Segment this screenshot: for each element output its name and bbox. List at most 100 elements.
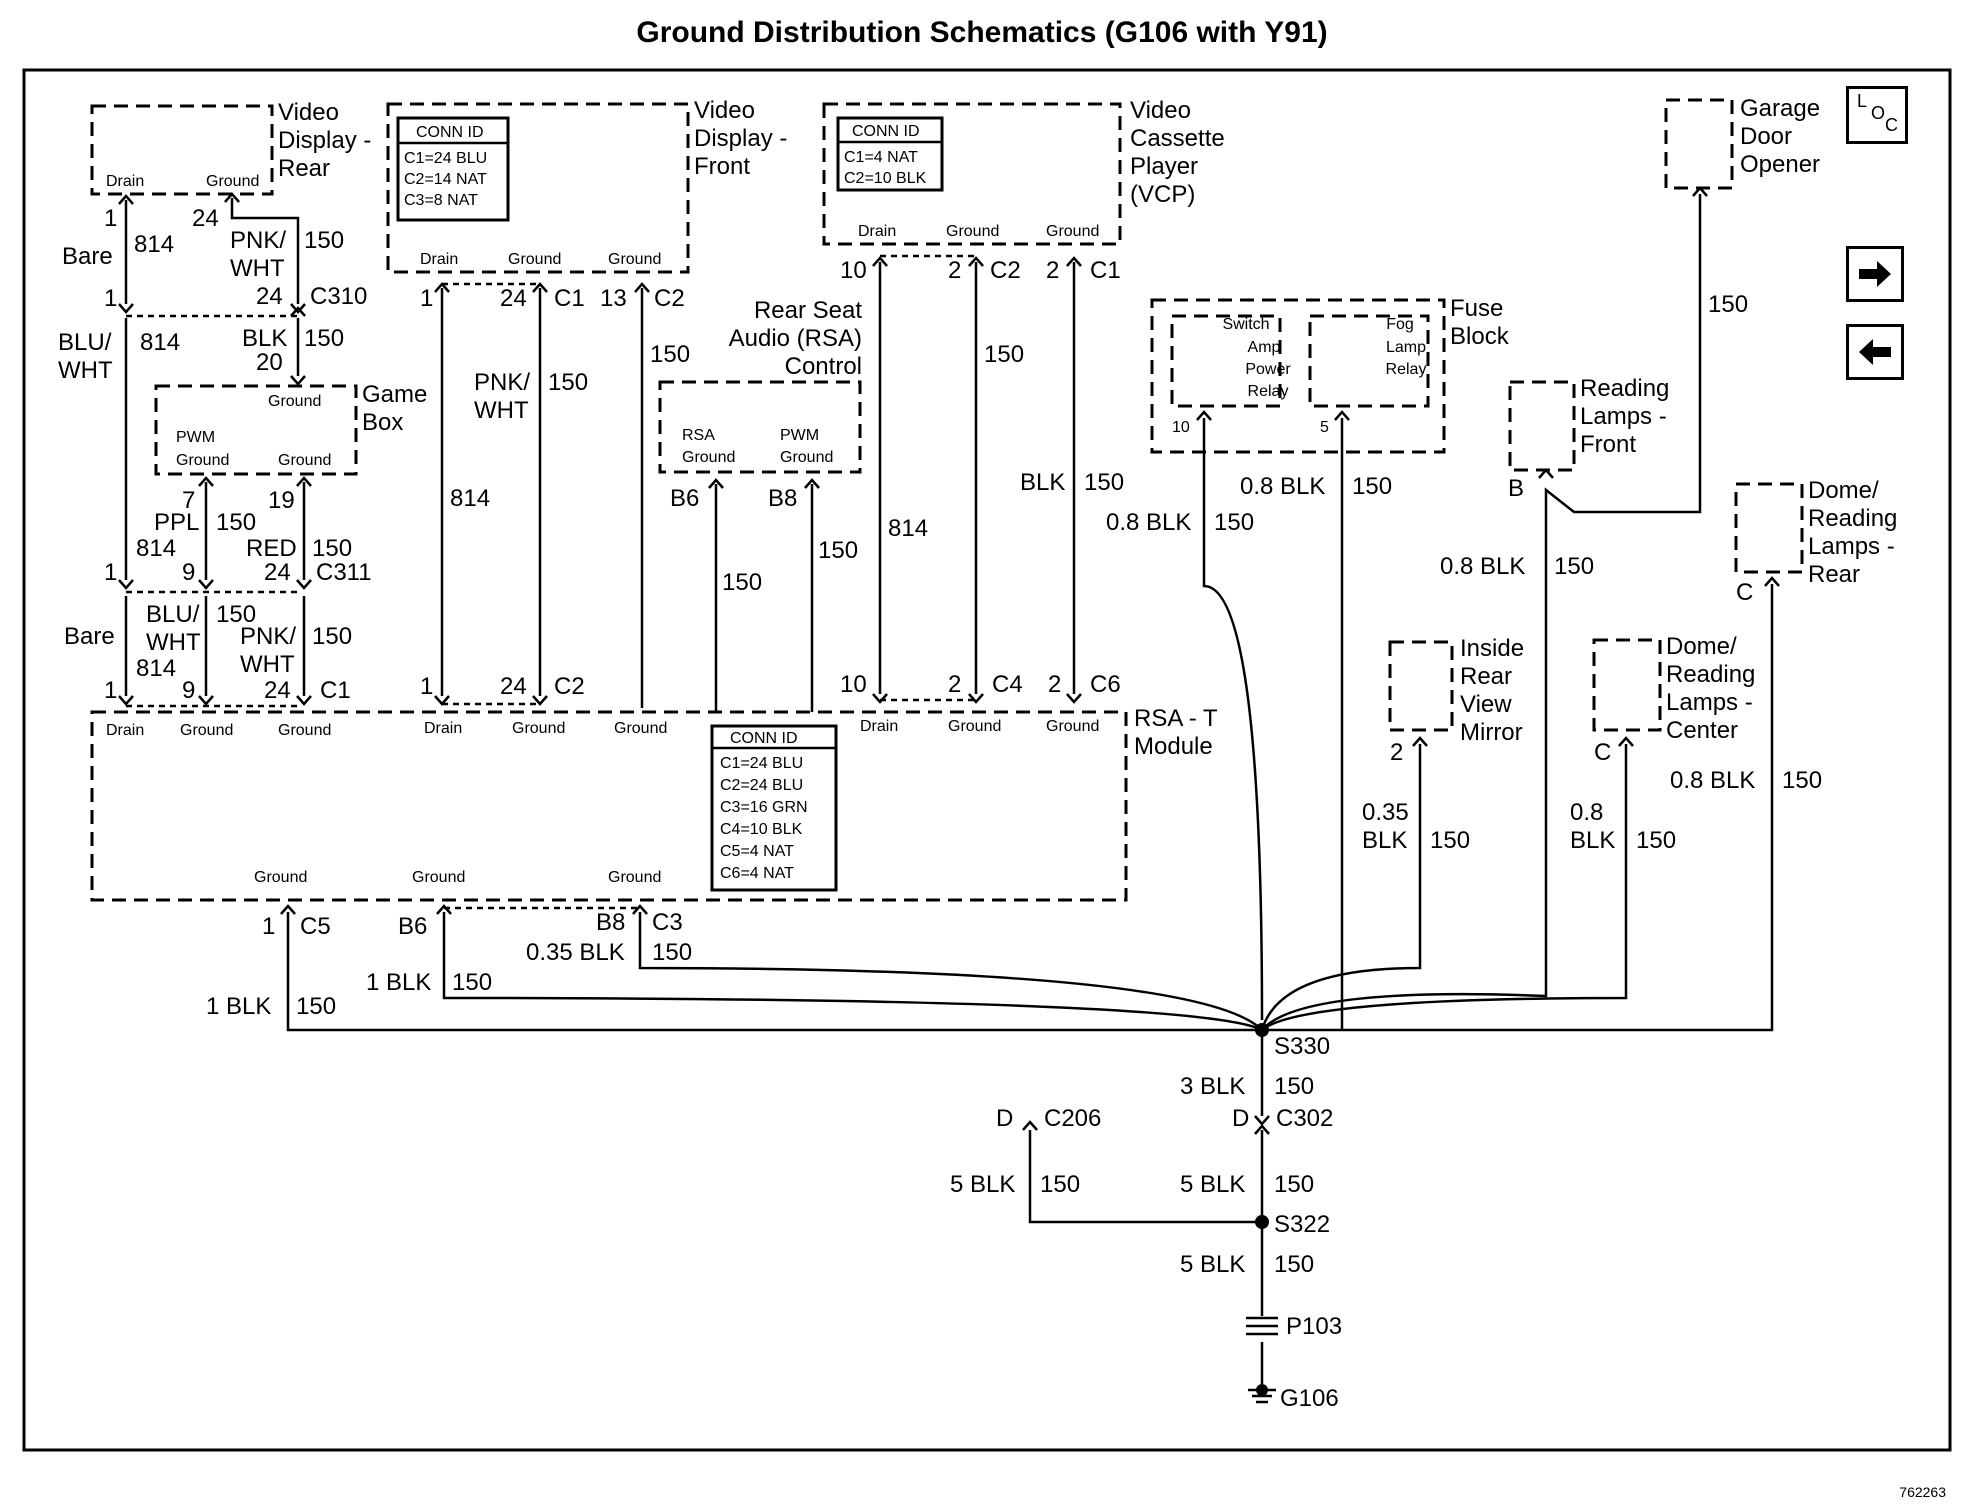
svg-text:1: 1 xyxy=(104,559,117,586)
svg-text:150: 150 xyxy=(1636,827,1676,854)
svg-text:RSA - T: RSA - T xyxy=(1134,705,1218,732)
page-title: Ground Distribution Schematics (G106 wit… xyxy=(636,16,1328,49)
svg-text:0.8 BLK: 0.8 BLK xyxy=(1240,473,1325,500)
svg-text:0.8 BLK: 0.8 BLK xyxy=(1440,553,1525,580)
arrow-right-icon xyxy=(1859,261,1891,287)
svg-text:1: 1 xyxy=(262,913,275,940)
svg-text:150: 150 xyxy=(652,939,692,966)
svg-text:Front: Front xyxy=(694,153,750,180)
svg-text:150: 150 xyxy=(1274,1171,1314,1198)
svg-text:Ground: Ground xyxy=(268,393,321,410)
svg-text:C206: C206 xyxy=(1044,1105,1101,1132)
svg-text:WHT: WHT xyxy=(230,255,285,282)
svg-text:Ground: Ground xyxy=(512,720,565,737)
loc-icon[interactable]: L O C xyxy=(1846,86,1908,144)
svg-text:Rear: Rear xyxy=(278,155,330,182)
svg-text:Reading: Reading xyxy=(1666,661,1755,688)
svg-text:5: 5 xyxy=(1320,419,1329,436)
svg-text:814: 814 xyxy=(136,535,176,562)
svg-text:150: 150 xyxy=(1274,1073,1314,1100)
svg-text:C6: C6 xyxy=(1090,671,1121,698)
svg-text:Drain: Drain xyxy=(106,722,144,739)
svg-text:Opener: Opener xyxy=(1740,151,1820,178)
svg-text:13: 13 xyxy=(600,285,627,312)
svg-text:PWM: PWM xyxy=(780,427,819,444)
svg-text:Ground: Ground xyxy=(278,722,331,739)
loc-letter-o: O xyxy=(1871,103,1886,123)
svg-text:B8: B8 xyxy=(596,909,625,936)
svg-text:RED: RED xyxy=(246,535,297,562)
svg-text:C1=24 BLU: C1=24 BLU xyxy=(404,150,487,167)
svg-text:G106: G106 xyxy=(1280,1385,1339,1412)
svg-text:2: 2 xyxy=(1390,739,1403,766)
svg-text:D: D xyxy=(1232,1105,1249,1132)
svg-text:C302: C302 xyxy=(1276,1105,1333,1132)
svg-text:Ground: Ground xyxy=(780,449,833,466)
svg-text:Ground: Ground xyxy=(412,869,465,886)
next-page-button[interactable] xyxy=(1846,246,1904,302)
svg-text:Rear: Rear xyxy=(1808,561,1860,588)
svg-text:B8: B8 xyxy=(768,485,797,512)
svg-text:1: 1 xyxy=(104,677,117,704)
svg-text:Relay: Relay xyxy=(1248,383,1289,400)
svg-text:Ground: Ground xyxy=(1046,223,1099,240)
svg-text:Drain: Drain xyxy=(424,720,462,737)
svg-text:Drain: Drain xyxy=(858,223,896,240)
svg-text:Box: Box xyxy=(362,409,403,436)
svg-text:C2: C2 xyxy=(654,285,685,312)
svg-text:Dome/: Dome/ xyxy=(1808,477,1879,504)
svg-text:9: 9 xyxy=(182,677,195,704)
svg-text:24: 24 xyxy=(264,677,291,704)
svg-text:24: 24 xyxy=(256,283,283,310)
svg-text:Drain: Drain xyxy=(106,173,144,190)
wires xyxy=(124,194,1774,1384)
svg-text:PNK/: PNK/ xyxy=(240,623,296,650)
svg-text:PNK/: PNK/ xyxy=(230,227,286,254)
svg-text:BLK: BLK xyxy=(1362,827,1407,854)
svg-text:150: 150 xyxy=(1214,509,1254,536)
svg-text:Ground: Ground xyxy=(278,452,331,469)
svg-text:814: 814 xyxy=(888,515,928,542)
svg-text:(VCP): (VCP) xyxy=(1130,181,1195,208)
svg-text:150: 150 xyxy=(304,227,344,254)
loc-letter-l: L xyxy=(1857,91,1868,111)
document-id: 762263 xyxy=(1899,1484,1946,1500)
svg-text:19: 19 xyxy=(268,487,295,514)
svg-text:150: 150 xyxy=(548,369,588,396)
svg-text:150: 150 xyxy=(1084,469,1124,496)
svg-text:C1: C1 xyxy=(554,285,585,312)
svg-text:1 BLK: 1 BLK xyxy=(366,969,431,996)
svg-text:20: 20 xyxy=(256,349,283,376)
svg-text:Ground: Ground xyxy=(614,720,667,737)
svg-text:0.8: 0.8 xyxy=(1570,799,1603,826)
svg-text:PNK/: PNK/ xyxy=(474,369,530,396)
svg-text:150: 150 xyxy=(216,601,256,628)
svg-text:S322: S322 xyxy=(1274,1211,1330,1238)
svg-text:CONN ID: CONN ID xyxy=(416,124,484,141)
svg-text:Front: Front xyxy=(1580,431,1636,458)
svg-text:Drain: Drain xyxy=(420,251,458,268)
svg-text:Rear Seat: Rear Seat xyxy=(754,297,862,324)
svg-text:Lamps -: Lamps - xyxy=(1580,403,1667,430)
svg-text:Display -: Display - xyxy=(694,125,787,152)
svg-text:Mirror: Mirror xyxy=(1460,719,1523,746)
svg-text:Player: Player xyxy=(1130,153,1198,180)
svg-text:D: D xyxy=(996,1105,1013,1132)
svg-text:814: 814 xyxy=(140,329,180,356)
prev-page-button[interactable] xyxy=(1846,324,1904,380)
svg-text:Ground: Ground xyxy=(682,449,735,466)
garage-door-opener: Garage Door Opener xyxy=(1664,95,1820,190)
svg-text:7: 7 xyxy=(182,487,195,514)
svg-text:150: 150 xyxy=(304,325,344,352)
svg-text:WHT: WHT xyxy=(58,357,113,384)
svg-text:1: 1 xyxy=(420,285,433,312)
svg-text:1: 1 xyxy=(104,205,117,232)
svg-text:C: C xyxy=(1594,739,1611,766)
video-cassette-player: CONN ID C1=4 NAT C2=10 BLK Drain Ground … xyxy=(822,97,1225,246)
svg-text:1 BLK: 1 BLK xyxy=(206,993,271,1020)
svg-text:C1=24 BLU: C1=24 BLU xyxy=(720,755,803,772)
svg-text:BLU/: BLU/ xyxy=(146,601,200,628)
svg-text:150: 150 xyxy=(650,341,690,368)
svg-text:C2: C2 xyxy=(554,673,585,700)
svg-text:Ground: Ground xyxy=(508,251,561,268)
